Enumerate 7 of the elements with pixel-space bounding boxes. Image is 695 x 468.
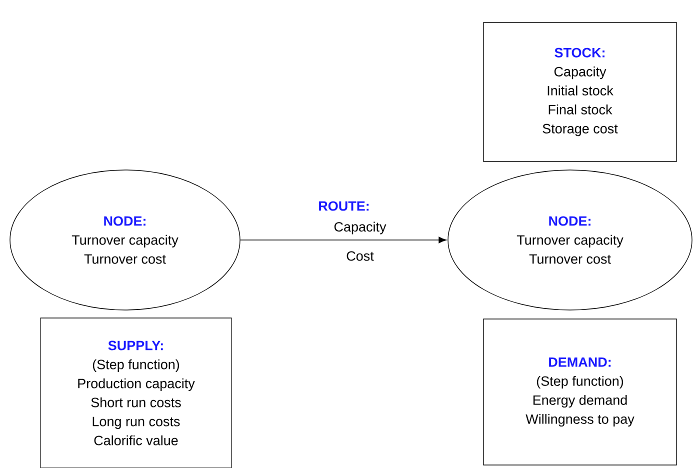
arrow: [240, 236, 446, 244]
text-box: STOCK: Capacity Initial stock Final stock Storage cost: [483, 22, 677, 162]
edge-label: ROUTE:: [319, 201, 369, 211]
text-box: DEMAND: (Step function) Energy demand Willingness to pay: [483, 318, 677, 466]
route-label: Cost: [345, 250, 375, 262]
route-label: Capacity: [332, 220, 388, 236]
text-box: SUPPLY: (Step function) Production capacity Short run costs Long run costs Calorific value: [40, 318, 232, 468]
